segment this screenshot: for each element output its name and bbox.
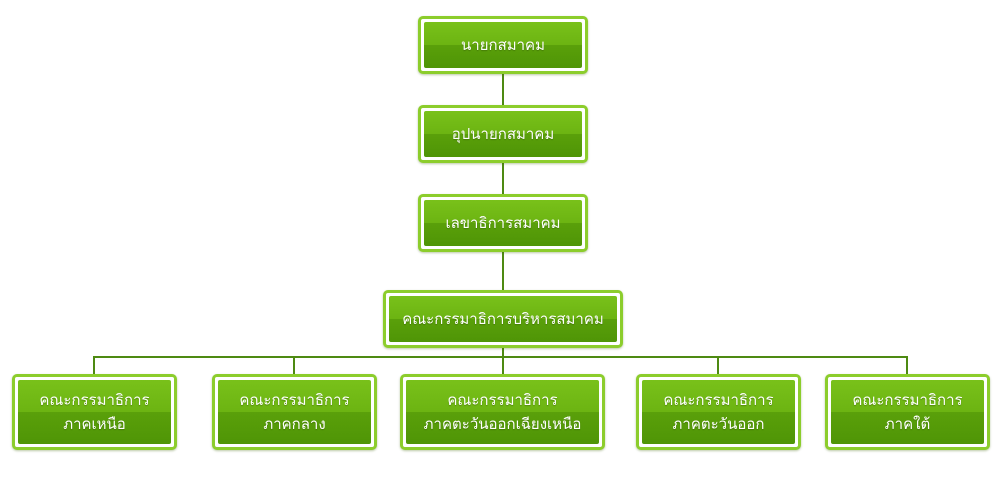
executive-committee-label: คณะกรรมาธิการบริหารสมาคม bbox=[402, 310, 604, 328]
committee-north-title: คณะกรรมาธิการ bbox=[39, 391, 150, 409]
committee-south-box: คณะกรรมาธิการ ภาคใต้ bbox=[825, 374, 990, 450]
committee-south-region: ภาคใต้ bbox=[884, 415, 931, 433]
executive-committee-box-fill: คณะกรรมาธิการบริหารสมาคม bbox=[389, 296, 617, 342]
committee-central-box: คณะกรรมาธิการ ภาคกลาง bbox=[212, 374, 377, 450]
committee-east-region: ภาคตะวันออก bbox=[672, 415, 765, 433]
committee-central-box-fill: คณะกรรมาธิการ ภาคกลาง bbox=[218, 380, 371, 444]
secretary-box-fill: เลขาธิการสมาคม bbox=[424, 200, 582, 246]
secretary-label: เลขาธิการสมาคม bbox=[445, 214, 561, 232]
committee-central-title: คณะกรรมาธิการ bbox=[239, 391, 350, 409]
committee-east-box: คณะกรรมาธิการ ภาคตะวันออก bbox=[636, 374, 801, 450]
committee-south-box-fill: คณะกรรมาธิการ ภาคใต้ bbox=[831, 380, 984, 444]
vice-president-box-fill: อุปนายกสมาคม bbox=[424, 111, 582, 157]
committee-northeast-region: ภาคตะวันออกเฉียงเหนือ bbox=[423, 415, 582, 433]
vice-president-box: อุปนายกสมาคม bbox=[418, 105, 588, 163]
committee-north-box-fill: คณะกรรมาธิการ ภาคเหนือ bbox=[18, 380, 171, 444]
committee-northeast-box-fill: คณะกรรมาธิการ ภาคตะวันออกเฉียงเหนือ bbox=[406, 380, 599, 444]
committee-northeast-box: คณะกรรมาธิการ ภาคตะวันออกเฉียงเหนือ bbox=[400, 374, 605, 450]
committee-south-title: คณะกรรมาธิการ bbox=[852, 391, 963, 409]
committee-central-region: ภาคกลาง bbox=[263, 415, 326, 433]
committee-east-title: คณะกรรมาธิการ bbox=[663, 391, 774, 409]
committee-east-box-fill: คณะกรรมาธิการ ภาคตะวันออก bbox=[642, 380, 795, 444]
committee-north-box: คณะกรรมาธิการ ภาคเหนือ bbox=[12, 374, 177, 450]
secretary-box: เลขาธิการสมาคม bbox=[418, 194, 588, 252]
president-box: นายกสมาคม bbox=[418, 16, 588, 74]
executive-committee-box: คณะกรรมาธิการบริหารสมาคม bbox=[383, 290, 623, 348]
president-box-fill: นายกสมาคม bbox=[424, 22, 582, 68]
committee-north-region: ภาคเหนือ bbox=[63, 415, 126, 433]
committee-northeast-title: คณะกรรมาธิการ bbox=[447, 391, 558, 409]
president-label: นายกสมาคม bbox=[461, 36, 545, 54]
vice-president-label: อุปนายกสมาคม bbox=[451, 125, 555, 143]
